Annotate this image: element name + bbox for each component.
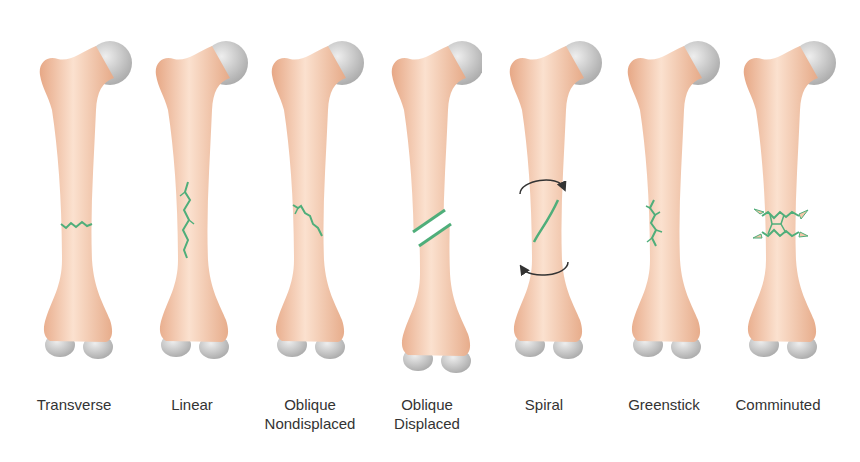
femur-comminuted: [744, 41, 836, 359]
femur-transverse: [40, 41, 132, 359]
femur-spiral: [510, 41, 602, 359]
fracture-type-label: Spiral: [487, 395, 601, 414]
fracture-type-label: Oblique Nondisplaced: [253, 395, 367, 433]
femur-greenstick: [628, 41, 720, 359]
fracture-type-label: Comminuted: [721, 395, 835, 414]
fracture-type-label: Oblique Displaced: [370, 395, 484, 433]
femur-oblique-displaced: [392, 41, 490, 373]
fracture-type-label: Transverse: [17, 395, 131, 414]
femur-linear: [156, 41, 248, 359]
fracture-type-label: Linear: [135, 395, 249, 414]
femur-oblique-nondisplaced: [272, 41, 364, 359]
fracture-type-label: Greenstick: [607, 395, 721, 414]
